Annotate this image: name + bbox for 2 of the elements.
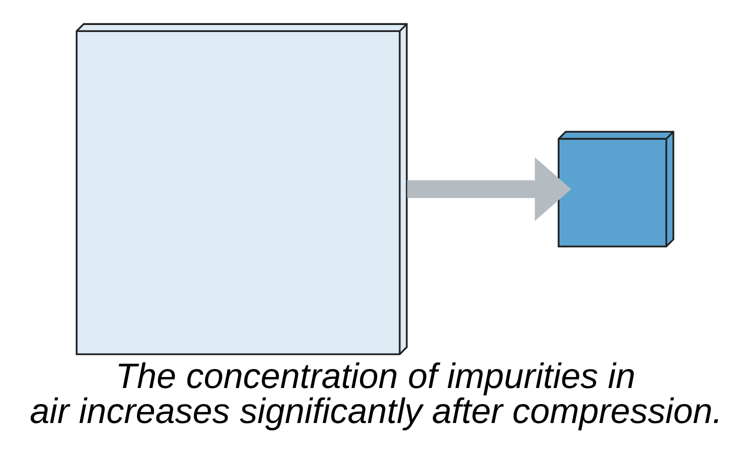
arrow [407, 157, 572, 221]
caption: The concentration of impurities in air increases significantly after compression. [30, 356, 722, 432]
